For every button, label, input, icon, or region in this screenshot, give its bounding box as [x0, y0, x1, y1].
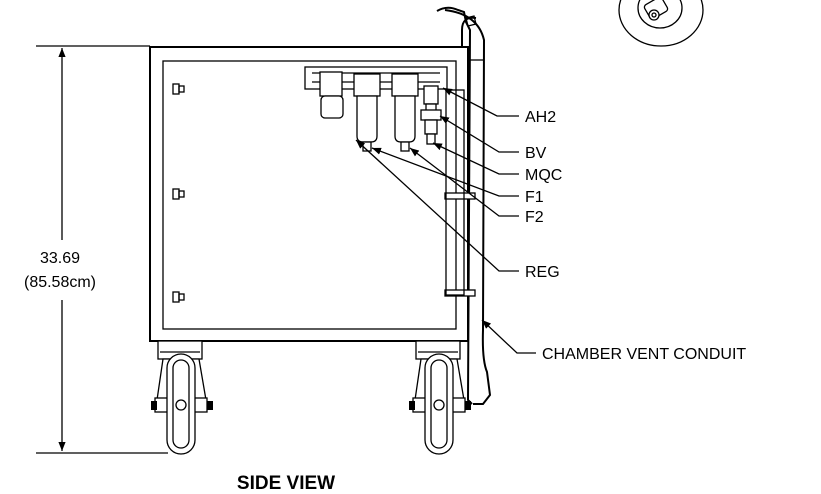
conduit-strap-upper — [444, 192, 476, 200]
leader-reg — [355, 139, 519, 272]
quick-coupler — [424, 119, 438, 135]
leader-f1 — [371, 147, 519, 197]
vertical-pipe — [445, 89, 465, 296]
callout-mqc: MQC — [525, 167, 562, 184]
view-title: SIDE VIEW — [237, 473, 335, 494]
callout-f1: F1 — [525, 189, 544, 206]
ball-valve-handle — [420, 109, 442, 121]
callout-f2: F2 — [525, 209, 544, 226]
filter-regulator-assembly — [304, 66, 448, 152]
hinge-middle — [172, 188, 180, 200]
leader-lines — [355, 87, 536, 354]
callout-labels: AH2 BV MQC F1 F2 REG CHAMBER VENT CONDUI… — [525, 109, 746, 363]
callout-reg: REG — [525, 264, 560, 281]
filter-f2-head — [391, 73, 419, 97]
leader-mqc — [432, 142, 519, 175]
leader-conduit — [481, 319, 536, 354]
caster-right — [409, 340, 471, 455]
callout-ah2: AH2 — [525, 109, 556, 126]
callout-conduit: CHAMBER VENT CONDUIT — [542, 346, 746, 363]
cart-frame-outer — [149, 46, 469, 342]
cart-body — [149, 16, 477, 342]
dimension-value: 33.69 — [40, 250, 80, 267]
vent-conduit — [436, 6, 492, 405]
conduit-fitting — [465, 15, 477, 27]
regulator-bowl — [320, 95, 344, 119]
leader-f2 — [409, 147, 519, 217]
height-dimension: 33.69 (85.58cm) — [24, 45, 168, 454]
filter-f1-bowl — [356, 95, 378, 143]
filter-f1-head — [353, 73, 381, 97]
caster-left — [151, 340, 213, 455]
leader-ah2 — [442, 87, 519, 117]
hinge-bottom — [172, 291, 180, 303]
filter-f2-bowl — [394, 95, 416, 143]
filter-f2-drain — [400, 141, 410, 152]
ball-valve-body — [423, 85, 439, 105]
conduit-strap-lower — [444, 289, 476, 297]
dimension-metric: (85.58cm) — [24, 274, 96, 291]
hinge-top — [172, 83, 180, 95]
leader-bv — [439, 115, 519, 153]
cart-handle — [461, 16, 477, 47]
callout-bv: BV — [525, 145, 547, 162]
detail-view-bubble — [618, 0, 704, 47]
regulator-head — [319, 71, 343, 97]
